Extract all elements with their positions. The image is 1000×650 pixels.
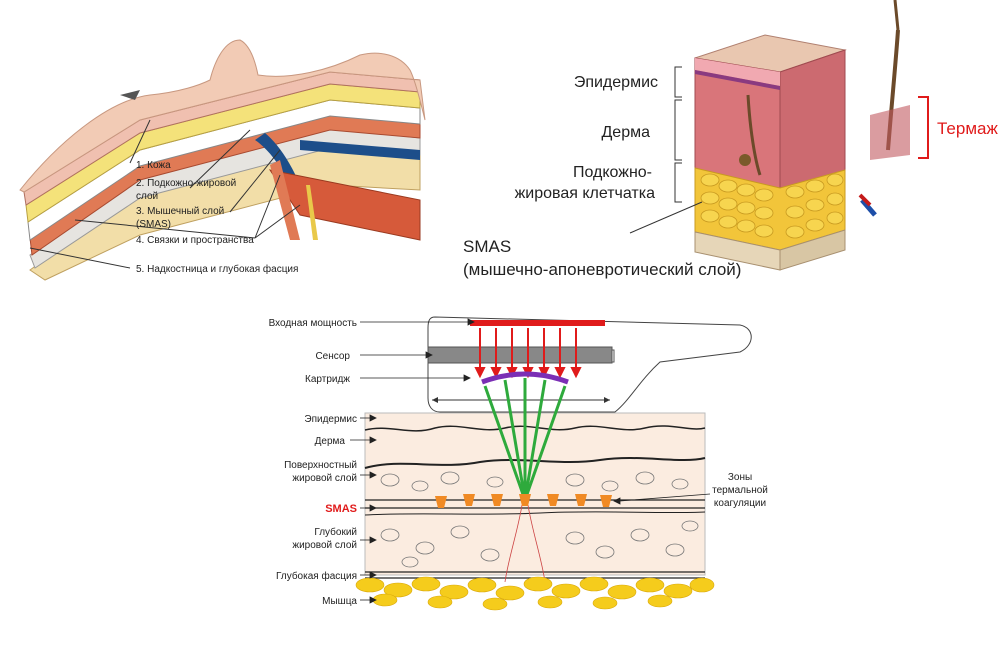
face-label-2: 2. Подкожно-жировой — [136, 178, 236, 189]
label-zones-3: коагуляции — [714, 498, 766, 509]
skin-label-smas-desc: (мышечно-апоневротический слой) — [463, 260, 741, 279]
face-anatomy-illustration: 1. Кожа 2. Подкожно-жировой слой 3. Мыше… — [19, 39, 426, 281]
face-label-1: 1. Кожа — [136, 160, 171, 171]
face-label-4: 4. Связки и пространства — [136, 235, 254, 246]
label-input-power: Входная мощность — [269, 318, 357, 329]
label-deep-fat-1: Глубокий — [314, 526, 357, 538]
label-deep-fat-2: жировой слой — [292, 540, 357, 551]
face-anatomy-panel: 1. Кожа 2. Подкожно-жировой слой 3. Мыше… — [0, 0, 440, 290]
cartridge-arc — [481, 371, 569, 385]
face-label-5: 5. Надкостница и глубокая фасция — [136, 263, 298, 275]
label-sensor: Сенсор — [315, 351, 350, 362]
label-dermis: Дерма — [315, 436, 346, 447]
label-epidermis: Эпидермис — [304, 414, 357, 425]
face-label-3b: (SMAS) — [136, 219, 171, 230]
label-muscle: Мышца — [322, 596, 357, 607]
label-superficial-fat-2: жировой слой — [292, 473, 357, 484]
face-label-3: 3. Мышечный слой — [136, 206, 224, 217]
label-zones-1: Зоны — [728, 472, 752, 483]
skin-label-epidermis: Эпидермис — [574, 74, 658, 91]
label-deep-fascia: Глубокая фасция — [276, 570, 357, 582]
label-superficial-fat-1: Поверхностный — [284, 460, 357, 471]
device-diagram-panel: Входная мощность Сенсор Картридж Эпидерм… — [220, 300, 780, 645]
skin-label-dermis: Дерма — [601, 124, 650, 141]
skin-layers-panel: Эпидермис Дерма Подкожно- жировая клетча… — [440, 0, 1000, 290]
face-label-2b: слой — [136, 191, 158, 202]
thermage-label: Термаж — [937, 119, 998, 138]
label-cartridge: Картридж — [305, 374, 350, 385]
sensor-plate — [427, 346, 613, 364]
skin-label-subcut-2: жировая клетчатка — [515, 185, 656, 202]
skin-layers-illustration: Эпидермис Дерма Подкожно- жировая клетча… — [463, 0, 998, 279]
skin-label-smas: SMAS — [463, 237, 511, 256]
label-zones-2: термальной — [712, 485, 768, 496]
skin-label-subcut-1: Подкожно- — [573, 164, 652, 181]
device-diagram: Входная мощность Сенсор Картридж Эпидерм… — [269, 316, 768, 611]
label-smas: SMAS — [325, 503, 357, 515]
power-bar — [470, 320, 605, 326]
